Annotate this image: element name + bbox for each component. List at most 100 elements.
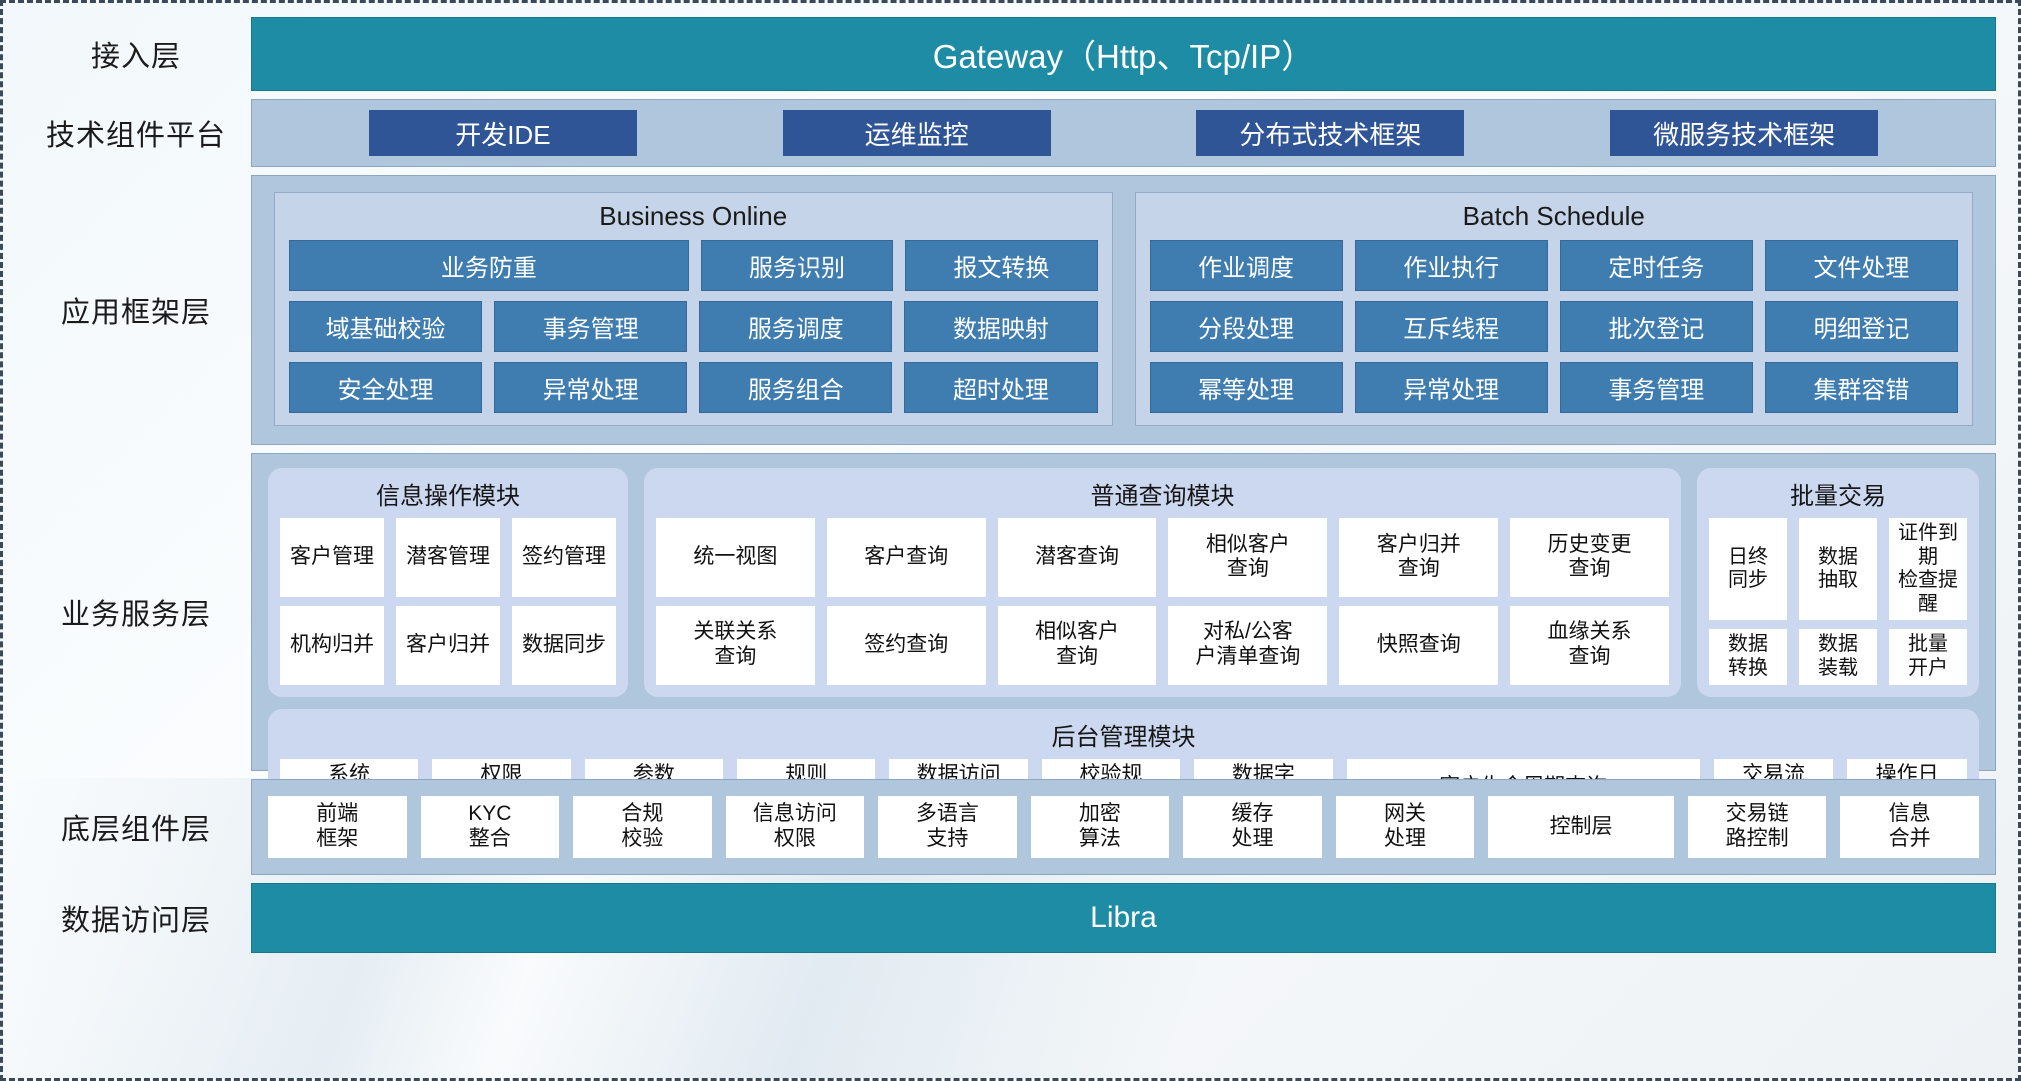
- service-cell[interactable]: 客户归并: [396, 605, 500, 685]
- framework-cell[interactable]: 明细登记: [1764, 301, 1958, 352]
- framework-cell[interactable]: 集群容错: [1764, 362, 1958, 413]
- service-cell[interactable]: 签约管理: [512, 518, 616, 597]
- module-grid-row: 关联关系 查询签约查询相似客户 查询对私/公客 户清单查询快照查询血缘关系 查询: [656, 605, 1669, 685]
- component-cell[interactable]: 合规 校验: [573, 796, 712, 858]
- framework-cell[interactable]: 异常处理: [1354, 362, 1548, 413]
- framework-cell[interactable]: 文件处理: [1764, 240, 1958, 291]
- layer-row-access: 接入层 Gateway（Http、Tcp/IP）: [21, 17, 1996, 91]
- service-cell[interactable]: 统一视图: [656, 518, 815, 597]
- business-module: 信息操作模块客户管理潜客管理签约管理机构归并客户归并数据同步: [268, 468, 628, 697]
- service-cell[interactable]: 潜客管理: [396, 518, 500, 597]
- framework-cell[interactable]: 超时处理: [904, 362, 1098, 413]
- framework-cell[interactable]: 服务组合: [699, 362, 893, 413]
- service-cell[interactable]: 批量 开户: [1889, 629, 1967, 685]
- libra-bar: Libra: [251, 883, 1996, 953]
- component-cell[interactable]: 信息访问 权限: [725, 796, 865, 858]
- framework-cell[interactable]: 分段处理: [1149, 301, 1343, 352]
- service-cell[interactable]: 历史变更 查询: [1510, 518, 1669, 597]
- module-grid: 日终 同步数据 抽取证件到期 检查提醒数据 转换数据 装载批量 开户: [1709, 518, 1967, 685]
- service-cell[interactable]: 客户查询: [826, 518, 986, 597]
- framework-cell[interactable]: 事务管理: [1559, 362, 1753, 413]
- panel-title: Business Online: [599, 201, 788, 231]
- service-cell[interactable]: 客户管理: [280, 518, 384, 597]
- service-cell[interactable]: 潜客查询: [997, 518, 1157, 597]
- layer-label-app-framework: 应用框架层: [60, 297, 211, 329]
- framework-cell[interactable]: 业务防重: [289, 240, 689, 291]
- business-module: 批量交易日终 同步数据 抽取证件到期 检查提醒数据 转换数据 装载批量 开户: [1697, 468, 1979, 697]
- service-cell[interactable]: 相似客户 查询: [997, 605, 1157, 685]
- tech-platform-item[interactable]: 微服务技术框架: [1610, 110, 1879, 156]
- service-cell[interactable]: 关联关系 查询: [656, 605, 815, 685]
- panel-grid: 业务防重服务识别报文转换域基础校验事务管理服务调度数据映射安全处理异常处理服务组…: [289, 240, 1098, 413]
- component-cell[interactable]: 多语言 支持: [878, 796, 1017, 858]
- panel-grid-row: 业务防重服务识别报文转换: [289, 240, 1098, 291]
- framework-cell[interactable]: 批次登记: [1559, 301, 1753, 352]
- service-cell[interactable]: 对私/公客 户清单查询: [1168, 605, 1328, 685]
- panel-grid-row: 幂等处理异常处理事务管理集群容错: [1149, 362, 1958, 413]
- service-cell[interactable]: 机构归并: [280, 605, 384, 685]
- module-grid: 统一视图客户查询潜客查询相似客户 查询客户归并 查询历史变更 查询关联关系 查询…: [656, 518, 1669, 685]
- layer-label-business-service: 业务服务层: [60, 599, 211, 631]
- layer-label-components: 底层组件层: [60, 814, 211, 846]
- panel-grid-row: 域基础校验事务管理服务调度数据映射: [289, 301, 1098, 352]
- layer-row-data-access: 数据访问层 Libra: [21, 883, 1996, 953]
- component-cell[interactable]: 缓存 处理: [1183, 796, 1322, 858]
- layer-row-business-service: 业务服务层 信息操作模块客户管理潜客管理签约管理机构归并客户归并数据同步普通查询…: [21, 453, 1996, 829]
- framework-cell[interactable]: 服务识别: [700, 240, 894, 291]
- module-title: 批量交易: [1790, 483, 1886, 510]
- service-cell[interactable]: 签约查询: [826, 605, 986, 685]
- layer-label-tech-platform: 技术组件平台: [45, 120, 226, 152]
- framework-cell[interactable]: 互斥线程: [1354, 301, 1548, 352]
- service-cell[interactable]: 数据同步: [512, 605, 616, 685]
- module-grid-row: 机构归并客户归并数据同步: [280, 605, 616, 685]
- module-grid-row: 客户管理潜客管理签约管理: [280, 518, 616, 597]
- framework-cell[interactable]: 幂等处理: [1149, 362, 1343, 413]
- module-grid-row: 数据 转换数据 装载批量 开户: [1709, 629, 1967, 685]
- component-cell[interactable]: 加密 算法: [1030, 796, 1170, 858]
- service-cell[interactable]: 客户归并 查询: [1339, 518, 1499, 597]
- framework-cell[interactable]: 数据映射: [904, 301, 1098, 352]
- service-cell[interactable]: 证件到期 检查提醒: [1889, 518, 1967, 621]
- service-cell[interactable]: 数据 转换: [1709, 629, 1787, 685]
- framework-cell[interactable]: 域基础校验: [289, 301, 483, 352]
- service-cell[interactable]: 数据 抽取: [1799, 518, 1877, 621]
- framework-cell[interactable]: 作业执行: [1354, 240, 1548, 291]
- tech-platform-item[interactable]: 运维监控: [782, 110, 1051, 156]
- framework-cell[interactable]: 报文转换: [905, 240, 1098, 291]
- framework-cell[interactable]: 作业调度: [1149, 240, 1343, 291]
- panel-grid: 作业调度作业执行定时任务文件处理分段处理互斥线程批次登记明细登记幂等处理异常处理…: [1149, 240, 1958, 413]
- component-cell[interactable]: 控制层: [1488, 796, 1674, 858]
- framework-cell[interactable]: 事务管理: [494, 301, 688, 352]
- layer-label-access: 接入层: [90, 41, 181, 73]
- tech-platform-item[interactable]: 分布式技术框架: [1196, 110, 1465, 156]
- module-title: 普通查询模块: [1090, 483, 1235, 510]
- layer-row-tech-platform: 技术组件平台 开发IDE 运维监控 分布式技术框架 微服务技术框架: [21, 99, 1996, 167]
- service-cell[interactable]: 血缘关系 查询: [1510, 605, 1669, 685]
- component-cell[interactable]: KYC 整合: [420, 796, 560, 858]
- component-cell[interactable]: 前端 框架: [268, 796, 407, 858]
- component-cell[interactable]: 交易链 路控制: [1687, 796, 1827, 858]
- business-service-band: 信息操作模块客户管理潜客管理签约管理机构归并客户归并数据同步普通查询模块统一视图…: [251, 453, 1996, 829]
- framework-cell[interactable]: 安全处理: [289, 362, 483, 413]
- component-cell[interactable]: 网关 处理: [1335, 796, 1475, 858]
- framework-cell[interactable]: 定时任务: [1559, 240, 1753, 291]
- component-cell[interactable]: 信息 合并: [1840, 796, 1979, 858]
- tech-platform-item[interactable]: 开发IDE: [368, 110, 637, 156]
- module-grid-row: 统一视图客户查询潜客查询相似客户 查询客户归并 查询历史变更 查询: [656, 518, 1669, 597]
- framework-cell[interactable]: 异常处理: [494, 362, 688, 413]
- service-cell[interactable]: 快照查询: [1339, 605, 1499, 685]
- framework-cell[interactable]: 服务调度: [699, 301, 893, 352]
- layer-label-data-access: 数据访问层: [60, 905, 211, 937]
- service-cell[interactable]: 数据 装载: [1799, 629, 1877, 685]
- panel-title: Batch Schedule: [1462, 201, 1645, 231]
- service-cell[interactable]: 相似客户 查询: [1168, 518, 1328, 597]
- panel-grid-row: 安全处理异常处理服务组合超时处理: [289, 362, 1098, 413]
- module-title: 后台管理模块: [1051, 723, 1196, 751]
- panel-grid-row: 分段处理互斥线程批次登记明细登记: [1149, 301, 1958, 352]
- service-cell[interactable]: 日终 同步: [1709, 518, 1787, 621]
- business-module: 普通查询模块统一视图客户查询潜客查询相似客户 查询客户归并 查询历史变更 查询关…: [644, 468, 1681, 697]
